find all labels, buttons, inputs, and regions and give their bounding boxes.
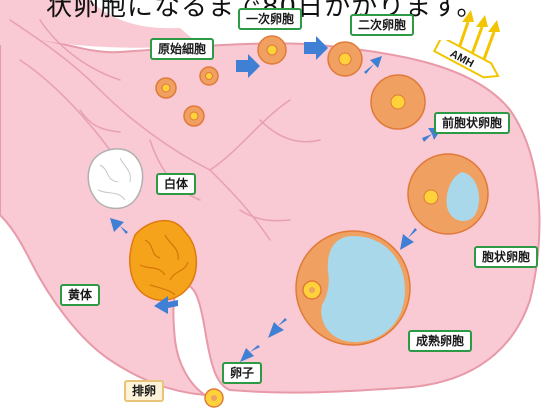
arrow-primary-to-secondary [304,36,328,60]
antral-follicle [407,153,489,235]
primordial-follicles [155,66,219,127]
arrow-primordial-to-primary [236,54,260,78]
amh-badge: AMH [432,40,500,79]
corpus-luteum [129,219,197,301]
arrow-secondary-to-preantral [364,56,382,74]
label-primordial: 原始細胞 [150,38,215,60]
arrow-mature-to-egg [268,318,287,338]
ovary-top-lobe [0,0,200,48]
arrow-luteum-to-albicans [110,218,128,234]
label-secondary: 二次卵胞 [350,14,415,36]
arrow-egg-to-luteum [154,296,178,314]
label-egg: 卵子 [222,362,263,384]
arrow-mature-to-egg-2 [240,345,260,362]
released-egg [204,388,224,408]
arrow-antral-to-mature [400,228,417,250]
label-primary: 一次卵胞 [238,8,303,30]
label-preantral: 前胞状卵胞 [434,112,511,134]
label-mature: 成熟卵胞 [408,330,473,352]
blood-vessels [9,19,321,241]
label-ovulation: 排卵 [124,380,165,402]
label-corpus-albicans: 白体 [156,173,197,195]
label-antral: 胞状卵胞 [474,246,539,268]
primary-follicle [257,35,287,65]
label-corpus-luteum: 黄体 [60,284,101,306]
corpus-albicans [87,148,144,210]
preantral-follicle [370,74,426,130]
secondary-follicle [327,41,363,77]
mature-follicle [295,230,411,346]
